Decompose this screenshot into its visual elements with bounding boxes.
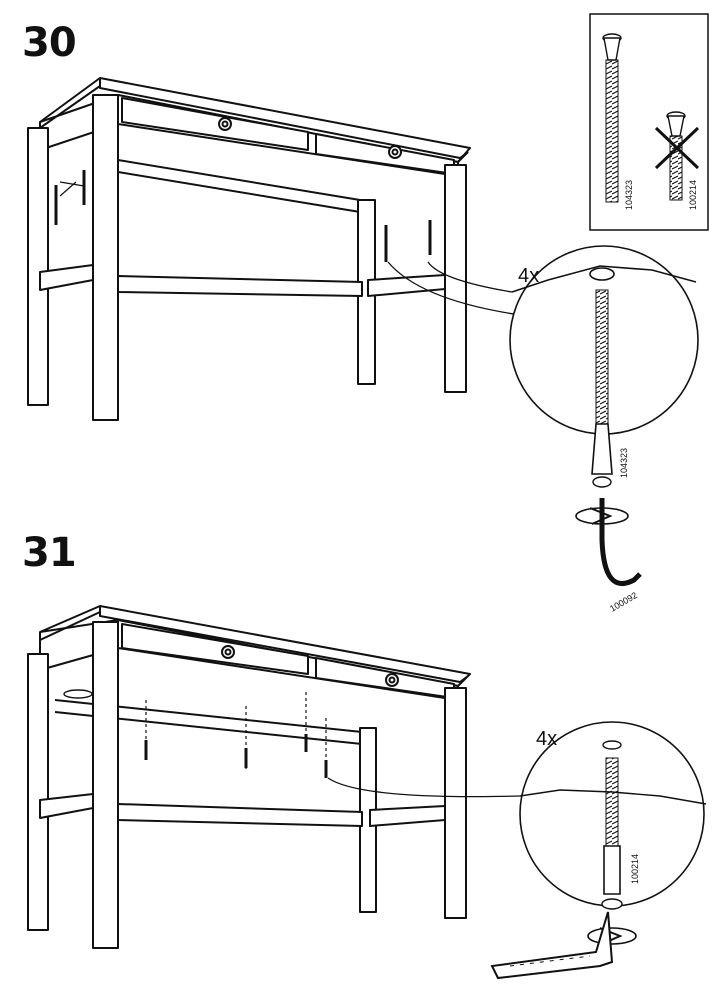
parts-reference-box (589, 13, 709, 231)
quantity-label-step-31: 4x (536, 728, 557, 750)
step-number-31: 31 (22, 530, 77, 576)
screw-part-number-step-31: 100214 (630, 854, 640, 884)
allen-key-part-number: 100092 (608, 590, 639, 614)
desk-drawing-step-31 (27, 605, 521, 949)
callout-circle-step-30 (509, 245, 699, 587)
quantity-label-step-30: 4x (518, 265, 539, 287)
parts-box-wrong-part-number: 100214 (688, 180, 698, 210)
callout-circle-step-31 (490, 721, 707, 980)
not-used-x-mark (654, 126, 700, 170)
parts-box-correct-part-number: 104323 (624, 180, 634, 210)
desk-drawing-step-30 (27, 77, 521, 421)
step-number-30: 30 (22, 20, 77, 66)
screw-part-number-step-30: 104323 (619, 448, 629, 478)
